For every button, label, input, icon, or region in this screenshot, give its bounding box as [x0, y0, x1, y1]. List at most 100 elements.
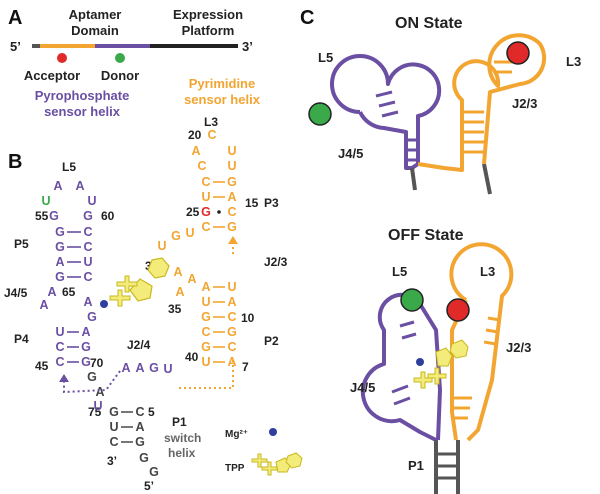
donor-label: Donor	[101, 68, 139, 83]
acceptor-label: Acceptor	[24, 68, 80, 83]
svg-text:C: C	[207, 128, 216, 142]
label-mg: Mg²⁺	[225, 429, 248, 440]
svg-text:A: A	[187, 272, 196, 286]
off-mg-dot	[416, 358, 424, 366]
panel-c: C ON State OFF State L	[300, 7, 581, 494]
num-35: 35	[168, 302, 182, 316]
svg-text:C: C	[197, 159, 206, 173]
off-label-j23: J2/3	[506, 340, 531, 355]
nt-l5-loop: A A U U G G	[41, 179, 96, 223]
svg-text:G: G	[227, 175, 237, 189]
svg-text:A: A	[95, 385, 104, 399]
svg-text:A: A	[39, 298, 48, 312]
platform-label: Platform	[182, 23, 235, 38]
svg-text:U: U	[201, 355, 210, 369]
num-15: 15	[245, 196, 259, 210]
svg-text:A: A	[83, 295, 92, 309]
num-25: 25	[186, 205, 200, 219]
num-5: 5	[148, 405, 155, 419]
svg-text:G: G	[149, 465, 159, 479]
num-55: 55	[35, 209, 49, 223]
label-j45: J4/5	[4, 286, 28, 300]
dotted-purple-path	[63, 370, 121, 394]
off-state-title: OFF State	[388, 227, 464, 244]
svg-text:A: A	[227, 190, 236, 204]
label-j23: J2/3	[264, 255, 288, 269]
label-p5: P5	[14, 237, 29, 251]
on-acceptor-dot	[506, 41, 530, 65]
label-p3: P3	[264, 196, 279, 210]
svg-text:A: A	[227, 295, 236, 309]
svg-text:G: G	[55, 270, 65, 284]
svg-text:C: C	[83, 270, 92, 284]
svg-text:G: G	[83, 209, 93, 223]
svg-text:G: G	[135, 435, 145, 449]
svg-text:G: G	[201, 205, 211, 219]
pyro-label-2: sensor helix	[44, 104, 121, 119]
svg-text:U: U	[157, 239, 166, 253]
num-10: 10	[241, 311, 255, 325]
svg-text:G: G	[55, 240, 65, 254]
svg-text:A: A	[121, 361, 130, 375]
svg-text:G: G	[81, 340, 91, 354]
svg-text:A: A	[135, 420, 144, 434]
tpp-ligand-icon	[109, 257, 170, 307]
svg-text:U: U	[201, 295, 210, 309]
orange-arrowhead	[228, 236, 238, 244]
svg-text:G: G	[139, 451, 149, 465]
num-65: 65	[62, 285, 76, 299]
expression-label: Expression	[173, 7, 243, 22]
svg-text:G: G	[227, 220, 237, 234]
legend-tpp-icon	[251, 452, 303, 476]
svg-text:A: A	[81, 325, 90, 339]
svg-text:C: C	[227, 310, 236, 324]
svg-text:U: U	[227, 280, 236, 294]
off-label-p1: P1	[408, 458, 424, 473]
svg-text:U: U	[83, 255, 92, 269]
svg-text:A: A	[191, 144, 200, 158]
svg-text:G: G	[81, 355, 91, 369]
svg-text:G: G	[87, 370, 97, 384]
aptamer-label: Aptamer	[69, 7, 122, 22]
svg-text:U: U	[227, 144, 236, 158]
panel-a-letter: A	[8, 7, 22, 29]
svg-text:C: C	[135, 405, 144, 419]
on-state-structure	[330, 33, 547, 195]
off-donor-dot	[400, 288, 424, 312]
label-p1: P1	[172, 415, 187, 429]
label-3prime: 3’	[107, 454, 117, 468]
label-5prime: 5’	[144, 479, 154, 493]
label-switch: switch	[164, 431, 201, 445]
svg-text:C: C	[55, 340, 64, 354]
pyri-label-1: Pyrimidine	[189, 76, 255, 91]
num-40: 40	[185, 350, 199, 364]
panel-b: B L5 P5 J4/5 P4 J2/4 L3 P3 J2/3 P2 P1 sw…	[4, 115, 303, 493]
svg-text:C: C	[201, 220, 210, 234]
svg-text:U: U	[55, 325, 64, 339]
panel-b-letter: B	[8, 151, 22, 173]
label-p2: P2	[264, 334, 279, 348]
svg-text:U: U	[109, 420, 118, 434]
panel-c-letter: C	[300, 7, 314, 29]
num-75: 75	[88, 405, 102, 419]
svg-text:A: A	[55, 255, 64, 269]
off-tpp-icon	[413, 339, 469, 389]
svg-text:A: A	[47, 285, 56, 299]
donor-dot	[115, 53, 125, 63]
pyro-label-1: Pyrophosphate	[35, 88, 130, 103]
svg-text:U: U	[201, 190, 210, 204]
svg-text:C: C	[83, 225, 92, 239]
panel-a: A Aptamer Domain Expression Platform 5’ …	[8, 7, 261, 119]
domain-label: Domain	[71, 23, 119, 38]
svg-text:A: A	[175, 285, 184, 299]
label-tpp: TPP	[225, 463, 245, 474]
on-label-j23: J2/3	[512, 96, 537, 111]
svg-text:A: A	[75, 179, 84, 193]
svg-text:G: G	[227, 325, 237, 339]
off-label-j45: J4/5	[350, 380, 375, 395]
three-prime-label: 3’	[242, 39, 253, 54]
svg-text:G: G	[201, 310, 211, 324]
